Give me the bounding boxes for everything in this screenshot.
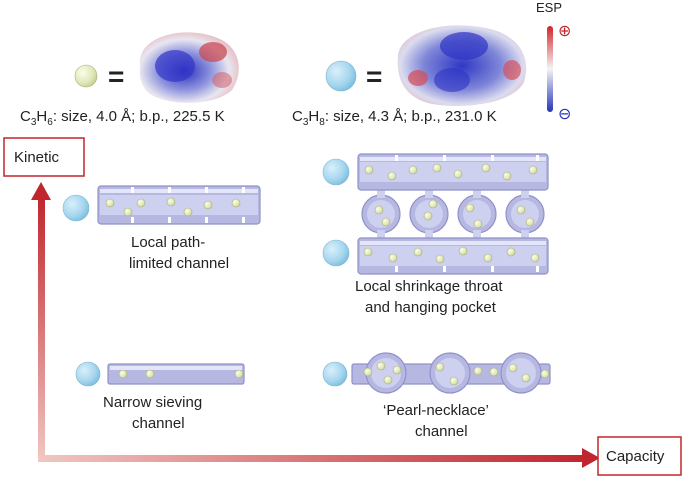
kinetic-arrowhead-icon <box>31 182 51 200</box>
pearl-channel: ‘Pearl-necklace’ channel <box>322 352 551 440</box>
capacity-label-box <box>597 436 682 476</box>
esp-title: ESP <box>536 0 562 15</box>
pearl-label-line1: ‘Pearl-necklace’ <box>383 402 489 419</box>
propane-label: C3H8: size, 4.3 Å; b.p., 231.0 K <box>292 108 497 128</box>
esp-scale: ESP ⊕ ⊖ <box>536 0 571 123</box>
propane-esp-surface <box>397 25 527 106</box>
narrow-channel: Narrow sieving channel <box>75 361 245 432</box>
pearl-label-line2: channel <box>415 423 468 440</box>
propane-ball-icon <box>325 60 357 92</box>
capacity-axis <box>38 455 584 462</box>
kinetic-axis <box>38 196 45 460</box>
propane-ball-icon <box>322 158 350 186</box>
kinetic-label: Kinetic <box>14 149 60 166</box>
narrow-label-line2: channel <box>132 415 185 432</box>
capacity-arrowhead-icon <box>582 448 600 468</box>
equals-sign: = <box>108 61 124 92</box>
propane-ball-icon <box>75 361 101 387</box>
propylene-label: C3H6: size, 4.0 Å; b.p., 225.5 K <box>20 108 225 128</box>
propylene-esp-surface <box>139 32 239 103</box>
propane-header: = C3H8: size, 4.3 Å; b.p., 231.0 K <box>292 25 527 128</box>
local-path-label-line1: Local path- <box>131 234 205 251</box>
propane-ball-icon <box>322 361 348 387</box>
equals-sign: = <box>366 61 382 92</box>
propylene-header: = C3H6: size, 4.0 Å; b.p., 225.5 K <box>20 32 239 128</box>
shrinkage-label-line2: and hanging pocket <box>365 299 497 316</box>
propane-ball-icon <box>62 194 90 222</box>
propane-ball-icon <box>322 239 350 267</box>
narrow-label-line1: Narrow sieving <box>103 394 202 411</box>
capacity-label: Capacity <box>606 448 665 465</box>
local-path-channel: Local path- limited channel <box>62 185 261 272</box>
esp-negative-icon: ⊖ <box>558 104 571 123</box>
propylene-ball-icon <box>74 64 98 88</box>
kinetic-label-box <box>3 137 85 177</box>
esp-colorbar <box>547 26 553 112</box>
esp-positive-icon: ⊕ <box>558 21 571 40</box>
shrinkage-label-line1: Local shrinkage throat <box>355 278 503 295</box>
shrinkage-channel: Local shrinkage throat and hanging pocke… <box>322 153 549 316</box>
local-path-label-line2: limited channel <box>129 255 229 272</box>
